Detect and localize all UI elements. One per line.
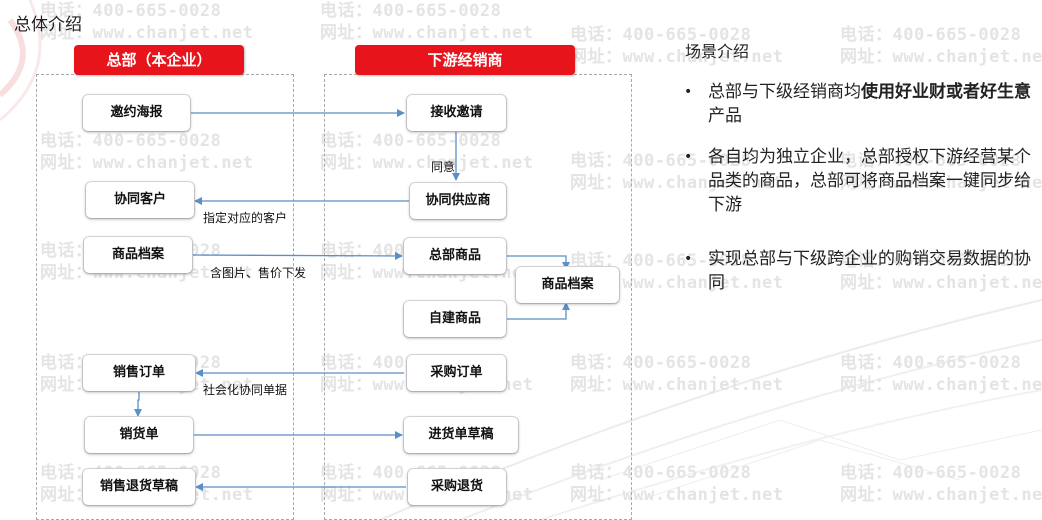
arrow-sales-to-delivery bbox=[134, 389, 142, 417]
panel-title: 场景介绍 bbox=[685, 42, 750, 61]
distributor-header: 下游经销商 bbox=[355, 45, 575, 75]
edge-label-agree: 同意 bbox=[431, 160, 456, 174]
arrow-own-goods-to-archive bbox=[506, 302, 570, 320]
page-title: 总体介绍 bbox=[14, 15, 82, 35]
scenario-bullet-list: •总部与下级经销商均使用好业财或者好生意产品 •各自均为独立企业，总部授权下游经… bbox=[684, 80, 1040, 312]
bullet-dot-icon: • bbox=[684, 251, 693, 267]
edge-label-with-images-prices: 含图片、售价下发 bbox=[210, 266, 307, 280]
edge-label-assign-customer: 指定对应的客户 bbox=[203, 211, 288, 225]
bullet-dot-icon: • bbox=[684, 84, 693, 100]
node-receive-invite: 接收邀请 bbox=[407, 95, 506, 131]
node-invite-poster: 邀约海报 bbox=[83, 95, 190, 131]
bullet-item: •实现总部与下级跨企业的购销交易数据的协同 bbox=[684, 249, 1031, 293]
node-delivery-note: 销货单 bbox=[85, 417, 193, 453]
arrow-hq-goods-to-archive bbox=[506, 255, 570, 270]
bullet-item: •总部与下级经销商均使用好业财或者好生意产品 bbox=[684, 82, 1031, 126]
node-receipt-draft: 进货单草稿 bbox=[404, 417, 518, 453]
node-co-supplier: 协同供应商 bbox=[410, 183, 506, 219]
headquarters-header: 总部（本企业） bbox=[74, 45, 244, 75]
node-goods-archive-hq: 商品档案 bbox=[84, 237, 192, 273]
node-sales-order: 销售订单 bbox=[83, 355, 195, 391]
bullet-item: •各自均为独立企业，总部授权下游经营某个品类的商品，总部可将商品档案一键同步给下… bbox=[684, 147, 1031, 215]
node-purchase-order: 采购订单 bbox=[407, 355, 506, 391]
arrow-goods-sync bbox=[191, 251, 403, 260]
node-purchase-return: 采购退货 bbox=[408, 469, 506, 505]
node-hq-goods: 总部商品 bbox=[404, 238, 506, 274]
node-co-customer: 协同客户 bbox=[86, 182, 194, 218]
node-own-goods: 自建商品 bbox=[404, 301, 506, 337]
node-goods-archive-distributor: 商品档案 bbox=[516, 267, 619, 303]
bullet-dot-icon: • bbox=[684, 149, 693, 165]
edge-label-social-collab-docs: 社会化协同单据 bbox=[203, 383, 288, 397]
node-sales-return-draft: 销售退货草稿 bbox=[83, 469, 195, 505]
